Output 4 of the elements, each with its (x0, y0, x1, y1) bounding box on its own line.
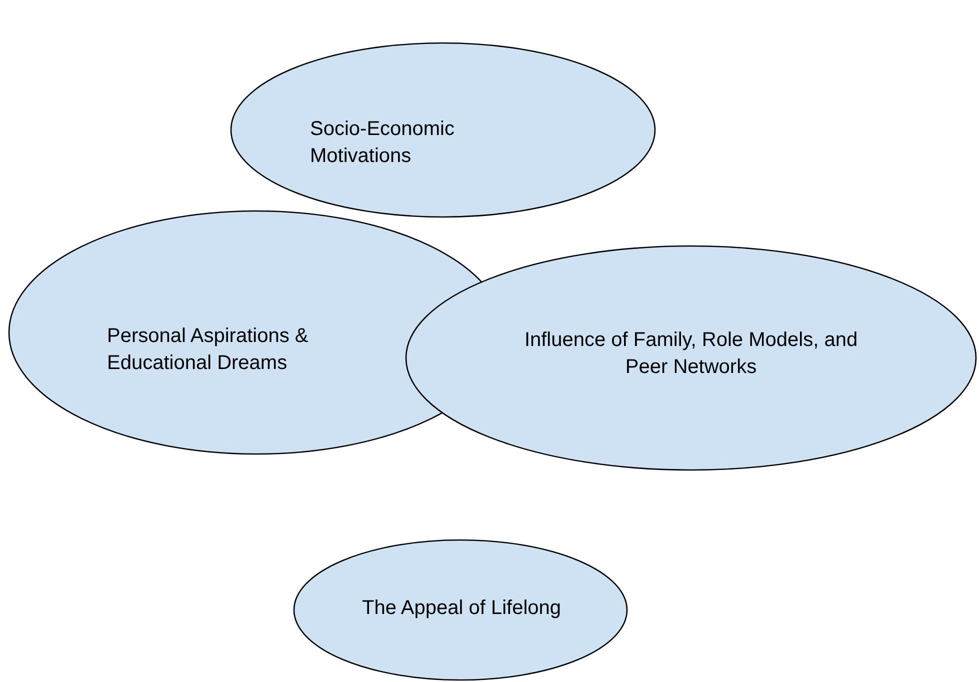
ellipse-label: The Appeal of Lifelong (362, 596, 562, 621)
ellipse-label: Influence of Family, Role Models, and Peer Networks (523, 328, 859, 380)
ellipse-label: Personal Aspirations & Educational Dreams (107, 324, 310, 376)
ellipse-label: Socio-Economic Motivations (310, 117, 456, 169)
